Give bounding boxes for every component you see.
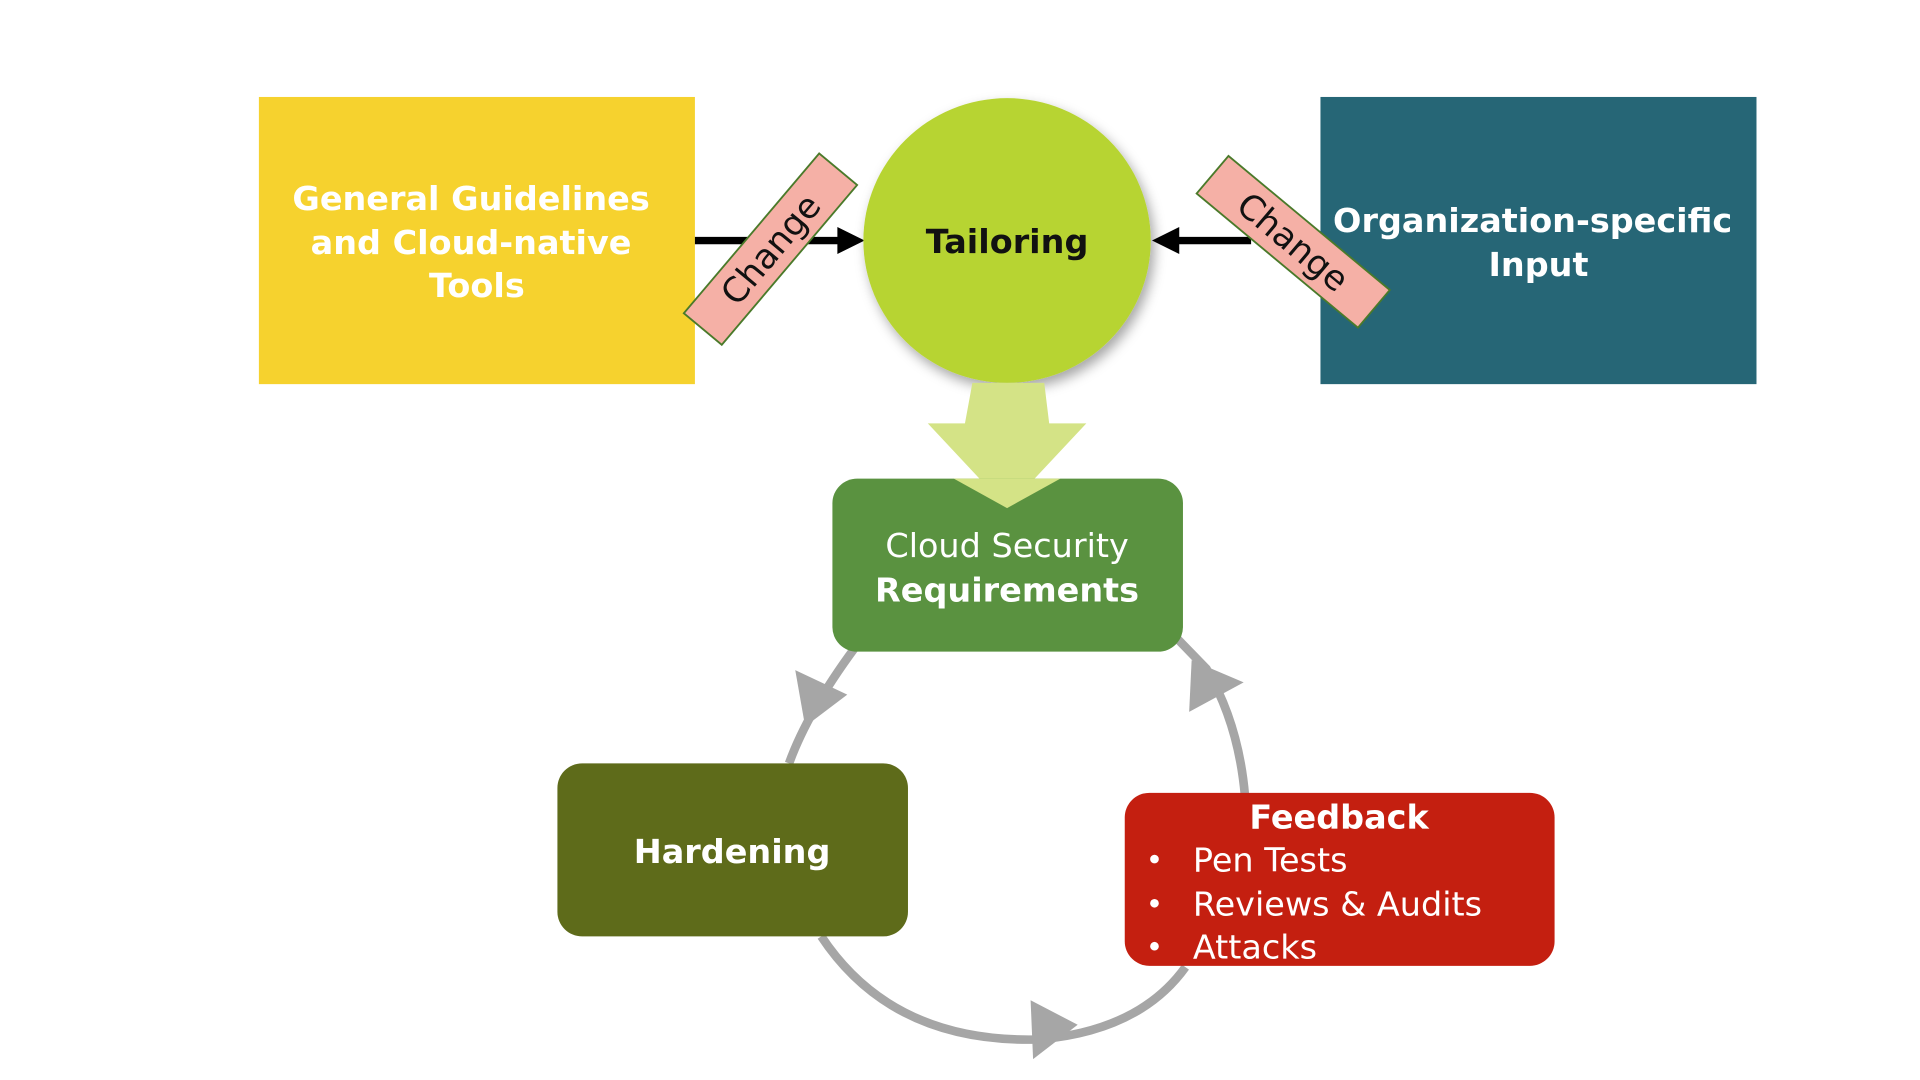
feedback-item: Attacks: [1193, 928, 1317, 967]
feedback-title: Feedback: [1249, 798, 1429, 837]
feedback-list: Pen Tests Reviews & Audits Attacks: [1150, 841, 1482, 967]
requirements-box: Cloud Security Requirements: [832, 478, 1183, 652]
svg-text:General Guidelines and C: General Guidelines and Cloud-native Tool…: [292, 179, 661, 305]
hardening-box: Hardening: [557, 763, 908, 937]
arrow-head-to-requirements: [1189, 660, 1244, 712]
tailoring-label: Tailoring: [926, 222, 1089, 261]
right-input-arrow: [1152, 227, 1252, 255]
change-tag-left-label: Change: [713, 187, 829, 313]
change-tag-left: Change: [682, 152, 859, 347]
tailoring-to-requirements-arrow: [927, 382, 1087, 509]
tailoring-circle: Tailoring: [863, 98, 1151, 383]
arrow-head-to-hardening: [795, 670, 848, 727]
bullet-icon: [1150, 898, 1159, 908]
organization-input-box: Organization-specific Input: [1320, 96, 1757, 385]
feedback-item: Reviews & Audits: [1193, 885, 1482, 924]
requirements-line-1: Cloud Security: [885, 526, 1128, 565]
arrow-hardening-to-feedback: [817, 934, 1189, 1044]
general-guidelines-line-1: General Guidelines: [292, 179, 649, 218]
bullet-icon: [1150, 941, 1159, 951]
organization-input-line-1: Organization-specific: [1333, 201, 1732, 240]
feedback-box: Feedback Pen Tests Reviews & Audits Atta…: [1124, 792, 1555, 967]
general-guidelines-line-2: and Cloud-native: [311, 223, 632, 262]
feedback-item: Pen Tests: [1193, 841, 1348, 880]
general-guidelines-box: General Guidelines and Cloud-native Tool…: [258, 96, 695, 385]
hardening-label: Hardening: [634, 832, 831, 871]
svg-text:Organization-specific In: Organization-specific Input: [1333, 201, 1744, 284]
arrow-head-to-feedback: [1030, 1000, 1078, 1060]
arrow-feedback-to-requirements: [1173, 635, 1250, 796]
bullet-icon: [1150, 854, 1159, 864]
tailoring-arrow-tip: [953, 478, 1061, 509]
cycle-arrows: [784, 635, 1250, 1060]
general-guidelines-line-3: Tools: [429, 266, 525, 305]
requirements-line-2: Requirements: [875, 571, 1139, 610]
organization-input-line-2: Input: [1488, 245, 1588, 284]
